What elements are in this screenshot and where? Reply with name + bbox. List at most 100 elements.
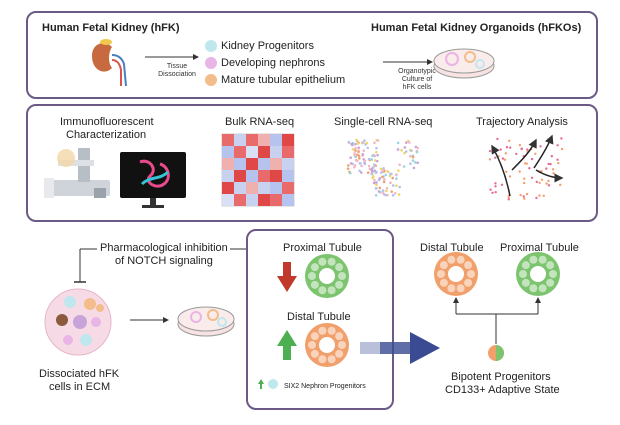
umap-point [391,193,395,197]
legend-dot-developing-nephrons [205,57,217,69]
umap-point [360,171,363,174]
trajectory-point [488,158,492,161]
umap-point [368,167,372,171]
inhibition-label-2: of NOTCH signaling [115,255,213,267]
legend-mature-tubular: Mature tubular epithelium [221,74,346,86]
umap-point [349,162,353,165]
trajectory-point [501,157,505,160]
umap-point [375,181,378,184]
umap-point [397,169,400,172]
trajectory-label: Trajectory Analysis [476,116,568,128]
trajectory-point [551,168,555,171]
umap-point [375,183,378,187]
proximal-tubule-inner-label: Proximal Tubule [283,242,362,254]
umap-point [412,166,416,170]
umap-point [372,181,376,185]
umap-point [362,149,366,153]
umap-point [356,142,360,145]
umap-point [404,141,408,144]
trajectory-point [534,152,537,155]
trajectory-point [499,148,502,151]
trajectory-point [530,157,534,161]
hfk-title: Human Fetal Kidney (hFK) [42,22,180,34]
umap-point [354,142,357,146]
umap-point [398,185,402,189]
umap-point [403,146,407,149]
umap-point [396,148,400,151]
trajectory-point [560,137,563,140]
umap-point [393,191,397,195]
trajectory-point [535,196,538,200]
bipotent-branch [453,297,541,344]
umap-point [378,186,382,190]
umap-point [361,140,364,144]
umap-point [358,162,362,165]
monitor-icon [120,152,186,208]
umap-point [366,171,370,174]
umap-point [381,189,385,192]
umap-point [351,148,355,151]
umap-point [354,146,357,150]
umap-point [347,140,351,144]
trajectory-point [559,183,562,187]
trajectory-point [508,175,512,178]
hfko-title: Human Fetal Kidney Organoids (hFKOs) [371,22,582,34]
culture-label-3: hFK cells [402,84,432,91]
umap-point [372,175,375,178]
inhibition-label-1: Pharmacological inhibition [100,242,228,254]
trajectory-point [496,137,499,141]
umap-point [373,159,377,162]
umap-point [361,152,365,156]
bipotent-label-2: CD133+ Adaptive State [445,384,560,396]
umap-point [375,146,378,150]
trajectory-point [522,195,525,198]
legend-dot-kidney-progenitors [205,40,217,52]
umap-point [357,146,360,150]
trajectory-point [538,194,541,197]
trajectory-point [489,188,492,191]
umap-point [396,141,400,145]
trajectory-point [560,147,564,151]
umap-point [348,171,352,175]
umap-point [383,178,386,181]
trajectory-point [519,193,522,197]
trajectory-point [488,149,492,153]
umap-point [409,162,412,166]
umap-point [395,177,398,180]
legend-developing-nephrons: Developing nephrons [221,57,325,69]
six2-up-arrow-icon [258,379,278,389]
trajectory-point [508,139,511,143]
trajectory-point [522,181,526,185]
umap-point [365,141,369,145]
umap-point [389,172,392,176]
umap-point [363,159,367,163]
sc-rnaseq-label: Single-cell RNA-seq [334,116,433,128]
umap-point [381,169,385,172]
trajectory-point [518,170,521,173]
umap-point [349,156,353,159]
umap-point [388,174,392,178]
umap-point [378,190,382,194]
trajectory-point [526,148,529,151]
trajectory-point [557,161,560,165]
umap-point [382,166,385,170]
umap-point [372,166,375,169]
dissociated-cells-sphere [44,288,112,356]
umap-point [404,150,408,153]
proximal-tubule-right-label: Proximal Tubule [500,242,579,254]
kidney-icon [92,39,127,87]
down-arrow-icon [277,262,297,292]
trajectory-point [505,146,509,149]
trajectory-point [507,196,510,199]
culture-label-1: Organotypic [398,68,436,75]
trajectory-point [523,177,526,180]
dissociation-label-1: Tissue [166,63,188,70]
umap-point [376,153,379,157]
umap-point [367,164,371,168]
bipotent-label-1: Bipotent Progenitors [451,371,551,383]
trajectory-point [520,147,524,150]
umap-point [381,191,385,195]
umap-point [357,150,360,154]
umap-point [400,149,403,152]
